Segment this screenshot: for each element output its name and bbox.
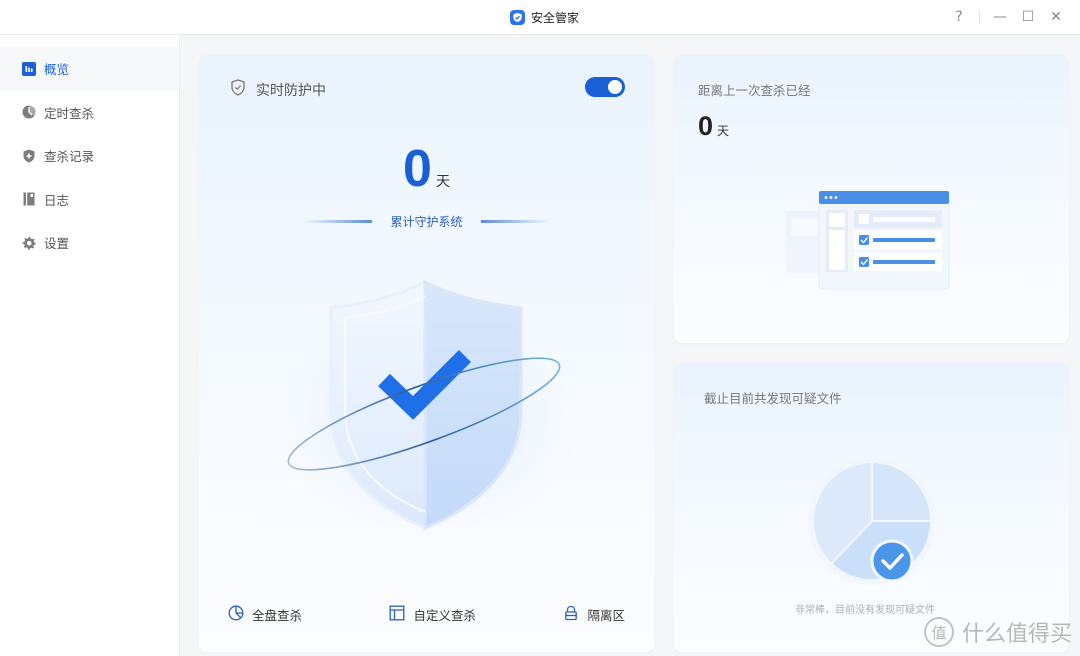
last-scan-days-unit: 天 <box>717 124 730 138</box>
suspicious-files-label: 截止目前共发现可疑文件 <box>704 391 842 406</box>
checklist-illustration <box>786 190 956 305</box>
realtime-toggle[interactable] <box>585 77 625 97</box>
guard-caption: 累计守护系统 <box>390 215 463 229</box>
shield-illustration <box>269 270 589 550</box>
close-button[interactable]: ✕ <box>1050 9 1062 25</box>
toggle-knob <box>608 80 622 94</box>
decor-line-left <box>304 220 373 223</box>
bar-chart-icon <box>21 61 36 76</box>
protection-days-unit: 天 <box>435 174 450 190</box>
protection-days-value: 0 <box>403 140 432 198</box>
full-scan-button[interactable]: 全盘查杀 <box>228 605 302 624</box>
files-pie-illustration <box>794 441 936 595</box>
sidebar-item-log[interactable]: 日志 <box>0 178 179 222</box>
help-button[interactable]: ? <box>955 9 963 25</box>
sidebar-item-settings[interactable]: 设置 <box>0 221 179 265</box>
realtime-header: 实时防护中 <box>230 79 326 100</box>
pie-scan-icon <box>228 605 244 624</box>
controls-divider <box>979 10 980 24</box>
suspicious-files-card: 截止目前共发现可疑文件 非常棒，目前没有发现可疑文件 <box>674 363 1069 652</box>
app-title-group: 安全管家 <box>510 9 579 26</box>
sidebar-item-scan-records[interactable]: 查杀记录 <box>0 134 179 178</box>
lock-icon <box>563 605 579 624</box>
full-scan-label: 全盘查杀 <box>252 608 303 623</box>
maximize-button[interactable]: ☐ <box>1021 9 1035 25</box>
sidebar-item-label: 定时查杀 <box>44 105 95 121</box>
last-scan-days-value: 0 <box>698 111 714 141</box>
book-icon <box>21 192 36 207</box>
scan-actions: 全盘查杀 自定义查杀 隔离区 <box>199 605 654 624</box>
layout-icon <box>389 605 405 624</box>
shield-plus-icon <box>21 148 36 163</box>
app-shield-icon <box>510 10 525 25</box>
minimize-button[interactable]: — <box>993 9 1007 25</box>
suspicious-files-note: 非常棒，目前没有发现可疑文件 <box>795 605 935 616</box>
gear-icon <box>21 235 36 250</box>
quarantine-label: 隔离区 <box>587 608 625 623</box>
app-title: 安全管家 <box>531 11 580 25</box>
sidebar-item-label: 设置 <box>44 236 70 252</box>
clock-pie-icon <box>21 105 36 120</box>
sidebar: 概览 定时查杀 查杀记录 日志 设置 <box>0 35 180 656</box>
last-scan-label: 距离上一次查杀已经 <box>698 83 811 98</box>
sidebar-item-label: 概览 <box>44 62 70 78</box>
sidebar-item-scheduled-scan[interactable]: 定时查杀 <box>0 91 179 135</box>
title-bar: 安全管家 ? — ☐ ✕ <box>0 0 1080 35</box>
guard-caption-row: 累计守护系统 <box>199 213 654 230</box>
sidebar-item-overview[interactable]: 概览 <box>0 47 179 91</box>
shield-check-icon <box>230 79 246 100</box>
custom-scan-button[interactable]: 自定义查杀 <box>389 605 476 624</box>
sidebar-item-label: 日志 <box>44 192 70 208</box>
quarantine-button[interactable]: 隔离区 <box>563 605 625 624</box>
custom-scan-label: 自定义查杀 <box>413 608 476 623</box>
window-controls: ? — ☐ ✕ <box>945 6 1070 28</box>
decor-line-right <box>480 220 549 223</box>
sidebar-item-label: 查杀记录 <box>44 149 95 165</box>
realtime-label: 实时防护中 <box>256 82 326 99</box>
